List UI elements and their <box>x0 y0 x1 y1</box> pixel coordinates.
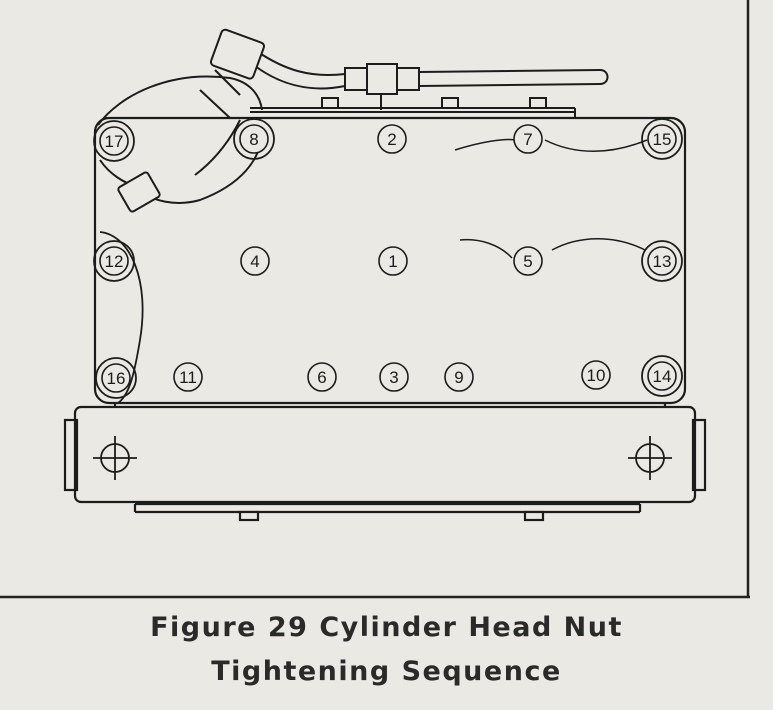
nut-12-washer-ring <box>93 240 135 282</box>
nut-8-circle <box>239 124 269 154</box>
nut-13-label: 13 <box>653 252 672 271</box>
cylinder-head-body <box>93 116 687 405</box>
nut-5-circle <box>513 246 543 276</box>
top-plate <box>250 97 576 118</box>
nut-14-marker: 14 <box>641 355 683 397</box>
nut-1-marker: 1 <box>378 246 408 276</box>
nut-9-label: 9 <box>454 368 463 387</box>
nut-11-label: 11 <box>179 368 197 387</box>
nut-3-label: 3 <box>389 368 398 387</box>
nut-1-circle <box>378 246 408 276</box>
nut-17-circle <box>99 126 129 156</box>
nut-17-washer-ring <box>93 120 135 162</box>
nut-11-circle <box>173 362 203 392</box>
nut-11-marker: 11 <box>173 362 203 392</box>
nut-9-circle <box>444 362 474 392</box>
nut-16-marker: 16 <box>95 357 137 399</box>
nut-6-marker: 6 <box>307 362 337 392</box>
nut-2-marker: 2 <box>377 124 407 154</box>
nut-3-marker: 3 <box>379 362 409 392</box>
nut-7-label: 7 <box>523 130 532 149</box>
nut-12-label: 12 <box>105 252 124 271</box>
nut-8-label: 8 <box>249 130 258 149</box>
figure-caption-line1: Figure 29 Cylinder Head Nut <box>150 612 623 643</box>
nut-10-circle <box>581 360 611 390</box>
nut-16-label: 16 <box>107 369 126 388</box>
nut-4-circle <box>240 246 270 276</box>
crosshair-bolt-left <box>93 436 137 480</box>
nut-6-circle <box>307 362 337 392</box>
thermostat-housing <box>97 28 265 213</box>
nut-12-circle <box>99 246 129 276</box>
nut-2-label: 2 <box>387 130 396 149</box>
internal-arcs <box>454 138 648 259</box>
nut-13-circle <box>647 246 677 276</box>
nut-7-circle <box>513 124 543 154</box>
nut-4-marker: 4 <box>240 246 270 276</box>
nut-6-label: 6 <box>317 368 326 387</box>
nut-15-label: 15 <box>653 130 672 149</box>
nut-1-label: 1 <box>388 252 397 271</box>
nut-17-label: 17 <box>105 132 124 151</box>
nut-9-marker: 9 <box>444 362 474 392</box>
nut-15-circle <box>647 124 677 154</box>
nut-15-washer-ring <box>641 118 683 160</box>
nut-4-label: 4 <box>250 252 259 271</box>
nut-16-washer-ring <box>95 357 137 399</box>
nut-5-marker: 5 <box>513 246 543 276</box>
figure-caption-line2: Tightening Sequence <box>211 656 562 687</box>
nut-12-marker: 12 <box>93 240 135 282</box>
nut-13-marker: 13 <box>641 240 683 282</box>
crosshair-bolt-right <box>628 436 672 480</box>
nut-8-marker: 8 <box>233 118 275 160</box>
nut-2-circle <box>377 124 407 154</box>
lower-manifold <box>63 403 707 522</box>
nut-10-marker: 10 <box>581 360 611 390</box>
nut-7-marker: 7 <box>513 124 543 154</box>
nut-10-label: 10 <box>587 366 606 385</box>
nut-14-washer-ring <box>641 355 683 397</box>
nut-15-marker: 15 <box>641 118 683 160</box>
fuel-pipe <box>254 51 609 110</box>
nut-5-label: 5 <box>523 252 532 271</box>
nut-14-circle <box>647 361 677 391</box>
nut-8-washer-ring <box>233 118 275 160</box>
nut-13-washer-ring <box>641 240 683 282</box>
nut-17-marker: 17 <box>93 120 135 162</box>
nut-16-circle <box>101 363 131 393</box>
nut-3-circle <box>379 362 409 392</box>
nut-14-label: 14 <box>653 367 672 386</box>
